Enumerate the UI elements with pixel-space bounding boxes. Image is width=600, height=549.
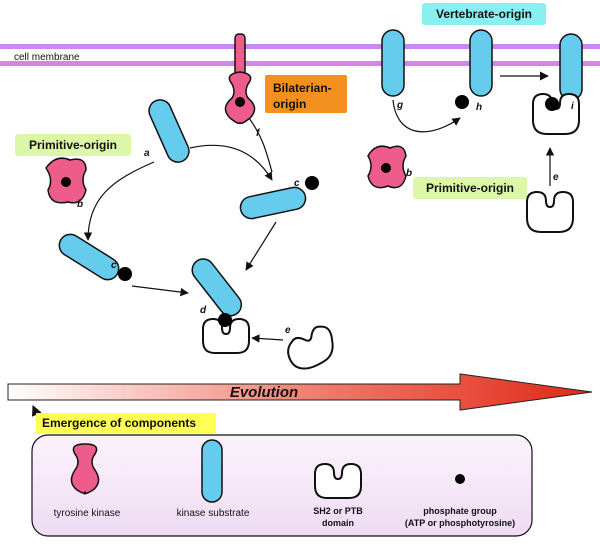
phosphate-group [381, 163, 391, 173]
cell-membrane [0, 44, 600, 66]
legend-tyrosine-kinase-label: tyrosine kinase [54, 508, 121, 519]
arrow-a-to-c-left [83, 161, 155, 241]
phosphate-group [455, 95, 469, 109]
kinase-substrate [381, 29, 405, 97]
legend-sh2-label-line1: SH2 or PTB [313, 506, 363, 516]
step-label-g: g [396, 100, 403, 111]
svg-text:Vertebrate-origin: Vertebrate-origin [436, 7, 532, 21]
kinase-substrate [469, 29, 493, 97]
svg-text:Primitive-origin: Primitive-origin [426, 181, 514, 195]
svg-text:origin: origin [273, 97, 306, 111]
legend-sh2-label-line2: domain [322, 518, 354, 528]
step-label-h: h [476, 102, 482, 113]
svg-text:Bilaterian-: Bilaterian- [273, 81, 332, 95]
phosphate-group [305, 176, 319, 190]
kinase-substrate [58, 233, 120, 281]
svg-text:Primitive-origin: Primitive-origin [29, 138, 117, 152]
evolution-label: Evolution [230, 384, 298, 401]
tyrosine-kinase-icon [70, 443, 100, 495]
step-label-c: c [294, 178, 300, 189]
arrow-g-to-h [392, 99, 461, 133]
membrane-tyrosine-kinase [224, 33, 256, 125]
phosphate-group [545, 97, 559, 111]
sh2-ptb-domain [526, 190, 574, 233]
step-label-i: i [571, 101, 574, 112]
arrow-c-to-d-right [245, 221, 277, 271]
phosphate-group [218, 313, 232, 327]
arrow-a-to-c-right [189, 144, 273, 181]
arrow-e-to-d [251, 334, 284, 343]
phosphate-group-icon [455, 474, 465, 484]
emergence-label-box: Emergence of components [36, 413, 216, 433]
legend-panel: tyrosine kinase kinase substrate SH2 or … [31, 434, 533, 537]
step-label-c: c [111, 260, 117, 271]
sh2-ptb-domain [532, 92, 580, 135]
membrane-label: cell membrane [14, 52, 80, 63]
legend-kinase-substrate-label: kinase substrate [177, 508, 250, 519]
step-label-e: e [285, 325, 291, 336]
tag-vertebrate-origin: Vertebrate-origin [422, 3, 546, 25]
phosphate-group [61, 177, 71, 187]
tag-bilaterian-origin: Bilaterian- origin [265, 75, 347, 113]
tag-primitive-origin-left: Primitive-origin [15, 134, 131, 156]
step-label-b: b [406, 168, 412, 179]
step-label-e: e [553, 172, 559, 183]
kinase-substrate-icon [201, 439, 223, 503]
kinase-substrate [191, 258, 243, 317]
legend-phosphate-label-line1: phosphate group [423, 506, 497, 516]
kinase-substrate [559, 33, 583, 101]
evolution-arrow: Evolution [7, 373, 593, 411]
arrow-f-join [248, 117, 273, 173]
arrow-c-to-d-left [131, 285, 189, 297]
phosphate-group [118, 267, 132, 281]
sh2-ptb-domain [287, 325, 334, 370]
step-label-b: b [77, 199, 83, 210]
legend-phosphate-label-line2: (ATP or phosphotyrosine) [405, 518, 515, 528]
step-label-d: d [200, 305, 207, 316]
svg-text:Emergence of components: Emergence of components [42, 416, 196, 430]
kinase-substrate [148, 99, 190, 163]
step-label-a: a [144, 148, 150, 159]
sh2-ptb-domain-icon [314, 462, 362, 499]
kinase-substrate [239, 186, 307, 220]
tag-primitive-origin-right: Primitive-origin [413, 177, 527, 199]
